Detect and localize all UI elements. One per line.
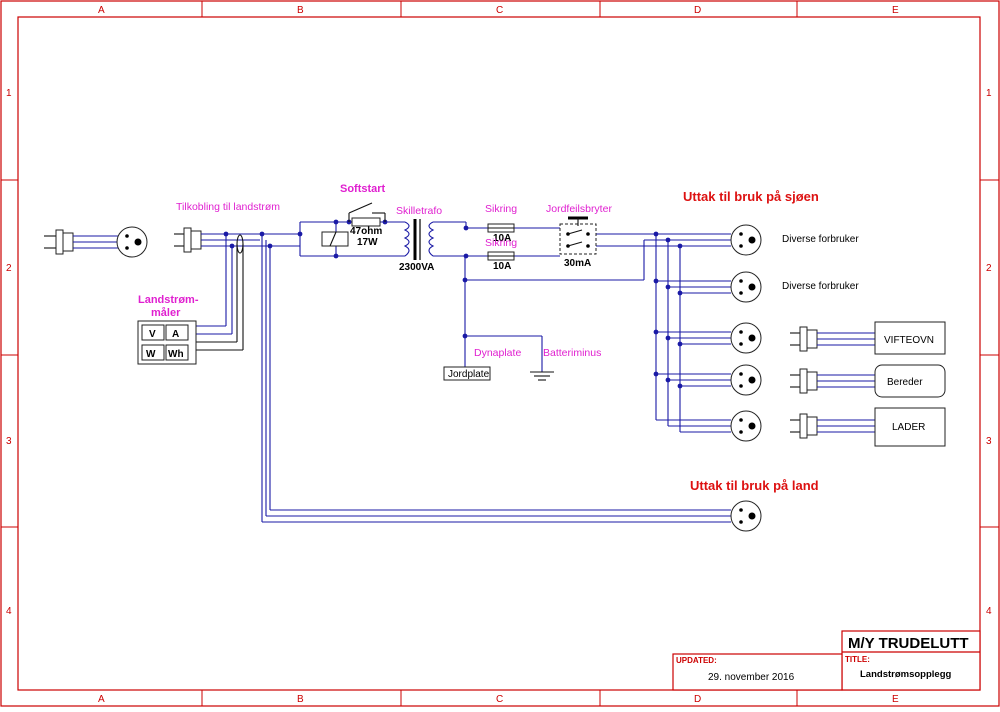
appliance-plug-icon <box>790 326 875 352</box>
label-sikring-2: Sikring <box>485 237 517 249</box>
label-landstrom-meter-1: Landstrøm- <box>138 294 199 306</box>
label-jordplate: Jordplate <box>448 369 490 380</box>
label-tilkobling: Tilkobling til landstrøm <box>176 201 280 213</box>
zone-row-3-left: 3 <box>6 436 12 447</box>
socket-outlet-icon <box>730 322 762 354</box>
zone-col-b-bottom: B <box>297 694 304 705</box>
label-batteriminus: Batteriminus <box>543 347 601 359</box>
socket-outlet-icon <box>730 224 762 256</box>
vessel-name: M/Y TRUDELUTT <box>848 635 969 652</box>
title-label: TITLE: <box>845 655 870 664</box>
appliance-plug-icon <box>790 368 875 394</box>
zone-row-3-right: 3 <box>986 436 992 447</box>
zone-row-1-left: 1 <box>6 88 12 99</box>
zone-row-2-right: 2 <box>986 263 992 274</box>
junction-dots <box>223 219 683 389</box>
zone-col-a-top: A <box>98 5 105 16</box>
label-trafo-rating: 2300VA <box>399 262 434 273</box>
label-sikring-2-rating: 10A <box>493 261 511 272</box>
title-value: Landstrømsopplegg <box>860 669 952 680</box>
shore-inlet-plug-icon <box>174 227 202 253</box>
label-diverse-1: Diverse forbruker <box>782 234 859 245</box>
zone-col-e-top: E <box>892 5 899 16</box>
fuse-1-icon <box>487 223 515 233</box>
zone-row-4-left: 4 <box>6 606 12 617</box>
label-skilletrafo: Skilletrafo <box>396 205 442 217</box>
main-wiring <box>196 221 731 523</box>
meter-a-label: A <box>172 329 179 340</box>
zone-row-1-right: 1 <box>986 88 992 99</box>
socket-outlet-icon <box>730 410 762 442</box>
title-block: M/Y TRUDELUTT UPDATED: 29. november 2016… <box>672 630 981 691</box>
label-diverse-2: Diverse forbruker <box>782 281 859 292</box>
zone-col-d-bottom: D <box>694 694 701 705</box>
isolation-transformer-icon <box>403 219 435 260</box>
shore-cable-socket-icon <box>116 226 148 258</box>
label-vifteovn: VIFTEOVN <box>884 335 934 346</box>
label-sikring-1-rating: 10A <box>493 233 511 244</box>
zone-col-e-bottom: E <box>892 694 899 705</box>
label-softstart: Softstart <box>340 183 386 195</box>
vifteovn-box: VIFTEOVN <box>874 321 946 355</box>
socket-outlet-icon <box>730 271 762 303</box>
appliance-plug-icon <box>790 413 875 439</box>
zone-col-c-bottom: C <box>496 694 503 705</box>
label-landstrom-meter-2: måler <box>151 307 181 319</box>
updated-label: UPDATED: <box>676 656 717 665</box>
zone-col-a-bottom: A <box>98 694 105 705</box>
label-sikring-1: Sikring <box>485 203 517 215</box>
label-jordfeilsbryter: Jordfeilsbryter <box>546 203 612 215</box>
meter-wh-label: Wh <box>168 349 184 360</box>
fuse-2-icon <box>487 251 515 261</box>
zone-col-b-top: B <box>297 5 304 16</box>
lader-box: LADER <box>874 407 946 447</box>
jordplate-box: Jordplate <box>443 366 491 381</box>
softstart-relay <box>321 202 386 247</box>
rcd-breaker-icon <box>559 216 597 255</box>
label-resistor-w: 17W <box>357 237 378 248</box>
zone-row-4-right: 4 <box>986 606 992 617</box>
bereder-box: Bereder <box>874 364 946 398</box>
meter-w-label: W <box>146 349 156 360</box>
updated-value: 29. november 2016 <box>708 672 795 683</box>
zone-col-c-top: C <box>496 5 503 16</box>
label-lader: LADER <box>892 422 925 433</box>
label-bereder: Bereder <box>887 377 923 388</box>
zone-col-d-top: D <box>694 5 701 16</box>
label-jordfeil-rating: 30mA <box>564 258 591 269</box>
label-uttak-sjoen: Uttak til bruk på sjøen <box>683 189 819 204</box>
zone-row-2-left: 2 <box>6 263 12 274</box>
label-uttak-land: Uttak til bruk på land <box>690 478 819 493</box>
label-resistor-ohm: 47ohm <box>350 226 382 237</box>
socket-outlet-icon <box>730 364 762 396</box>
socket-outlet-icon <box>730 500 762 532</box>
landstrom-meter: V A W Wh <box>137 320 197 365</box>
label-dynaplate: Dynaplate <box>474 347 521 359</box>
meter-v-label: V <box>149 329 156 340</box>
shore-cable-plug-icon <box>44 229 120 255</box>
ground-symbol-icon <box>530 371 554 381</box>
